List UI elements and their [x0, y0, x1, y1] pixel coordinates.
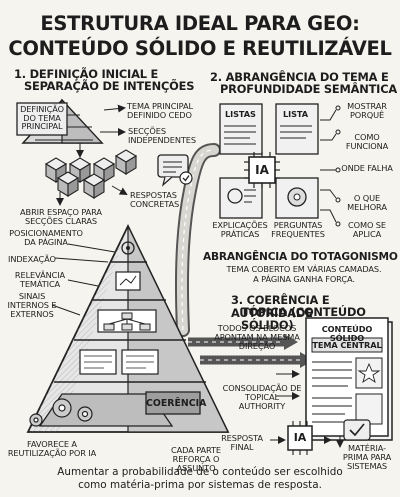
main-topic-label: TEMA PRINCIPAL DEFINIDO CEDO: [127, 101, 193, 120]
coverage-heading: ABRANGÊNCIA DO TOTAGONISMO: [203, 251, 398, 263]
section1-arrows: [56, 104, 128, 206]
lists-card-label: LISTAS: [225, 109, 256, 119]
bottom-ai-chip-label: IA: [293, 431, 307, 444]
section3-arrows: [270, 370, 344, 448]
ai-chip-icon: [287, 421, 313, 455]
question-3: ONDE FALHA: [341, 163, 393, 173]
authority-pyramid: [26, 223, 230, 433]
footer-line2: como matéria-prima por sistemas de respo…: [78, 479, 322, 491]
consolidation-label: CONSOLIDAÇÃO DE TOPICAL AUTHORITY: [222, 383, 302, 411]
solid-content-document: [305, 317, 393, 441]
check-badge-icon: [343, 419, 371, 441]
section2-heading-line1: 2. ABRANGÊNCIA DO TEMA E: [210, 70, 389, 84]
concrete-answers-label: RESPOSTAS CONCRETAS: [130, 190, 180, 209]
page-title-line1: ESTRUTURA IDEAL PARA GEO:: [40, 12, 360, 35]
positioning-label: POSICIONAMENTO DA PÁGINA: [9, 228, 83, 247]
section1-heading-line2: SEPARAÇÃO DE INTENÇÕES: [24, 79, 195, 93]
blocks-label: TODOS OS BLOCOS APONTAM NA MESMA DIREÇÃO: [214, 323, 300, 351]
raw-material-label: MATÉRIA-PRIMA PARA SISTEMAS: [342, 443, 392, 471]
doc-title: CONTEÚDO SÓLIDO: [321, 324, 373, 343]
question-5: COMO SE APLICA: [348, 220, 386, 239]
indexing-label: INDEXAÇÃO: [8, 254, 56, 264]
final-answer-label: RESPOSTA FINAL: [221, 433, 263, 452]
coherence-label: COERÊNCIA: [146, 398, 207, 409]
faq-label: PERGUNTAS FREQUENTES: [271, 220, 325, 239]
ai-reuse-label: FAVORECE A REUTILIZAÇÃO POR IA: [7, 439, 97, 458]
independent-sections-label: SECÇÕES INDEPENDENTES: [128, 126, 196, 145]
pyramid-pointers: [51, 243, 116, 316]
signals-label: SINAIS INTERNOS E EXTERNOS: [7, 291, 57, 319]
gear-icons: [29, 398, 93, 427]
connector-road: [174, 143, 221, 337]
practical-explanations-label: EXPLICAÇÕES PRÁTICAS: [212, 220, 268, 239]
question-2: COMO FUNCIONA: [345, 132, 389, 151]
footer-line1: Aumentar a probabilidade de o conteúdo s…: [57, 466, 343, 478]
section3-heading-line1: 3. COERÊNCIA E AUTORIDADE: [231, 293, 330, 320]
chat-bubble-icon: [157, 154, 193, 187]
section2-heading-line2: PROFUNDIDADE SEMÂNTICA: [220, 82, 397, 96]
ai-chip-label: IA: [255, 163, 269, 177]
open-space-label: ABRIR ESPAÇO PARA SECÇÕES CLARAS: [20, 207, 102, 226]
coverage-text-line1: TEMA COBERTO EM VÁRIAS CAMADAS.: [226, 264, 382, 274]
section1-heading-line1: 1. DEFINIÇÃO INICIAL E: [14, 67, 159, 81]
relevance-label: RELEVÂNCIA TEMÁTICA: [14, 270, 66, 289]
list-card-label: LISTA: [283, 109, 308, 119]
coverage-text-line2: A PÁGINA GANHA FORÇA.: [253, 274, 355, 284]
question-4: O QUE MELHORA: [347, 193, 387, 212]
top-box-label: DEFINIÇÃO DO TEMA PRINCIPAL: [20, 104, 64, 132]
top-box-frame: [16, 102, 68, 136]
doc-badge: TEMA CENTRAL: [312, 340, 382, 350]
question-1: MOSTRAR PORQUÊ: [347, 101, 387, 120]
flow-arrows: [188, 334, 314, 368]
section3-heading-line2: TÓPICA (CONTEÚDO SÓLIDO): [241, 305, 366, 332]
semantic-cards: [219, 103, 341, 227]
page-title-line2: CONTEÚDO SÓLIDO E REUTILIZÁVEL: [8, 37, 392, 60]
each-part-label: CADA PARTE REFORÇA O ASSUNTO: [171, 445, 221, 473]
section-cubes: [44, 149, 138, 199]
